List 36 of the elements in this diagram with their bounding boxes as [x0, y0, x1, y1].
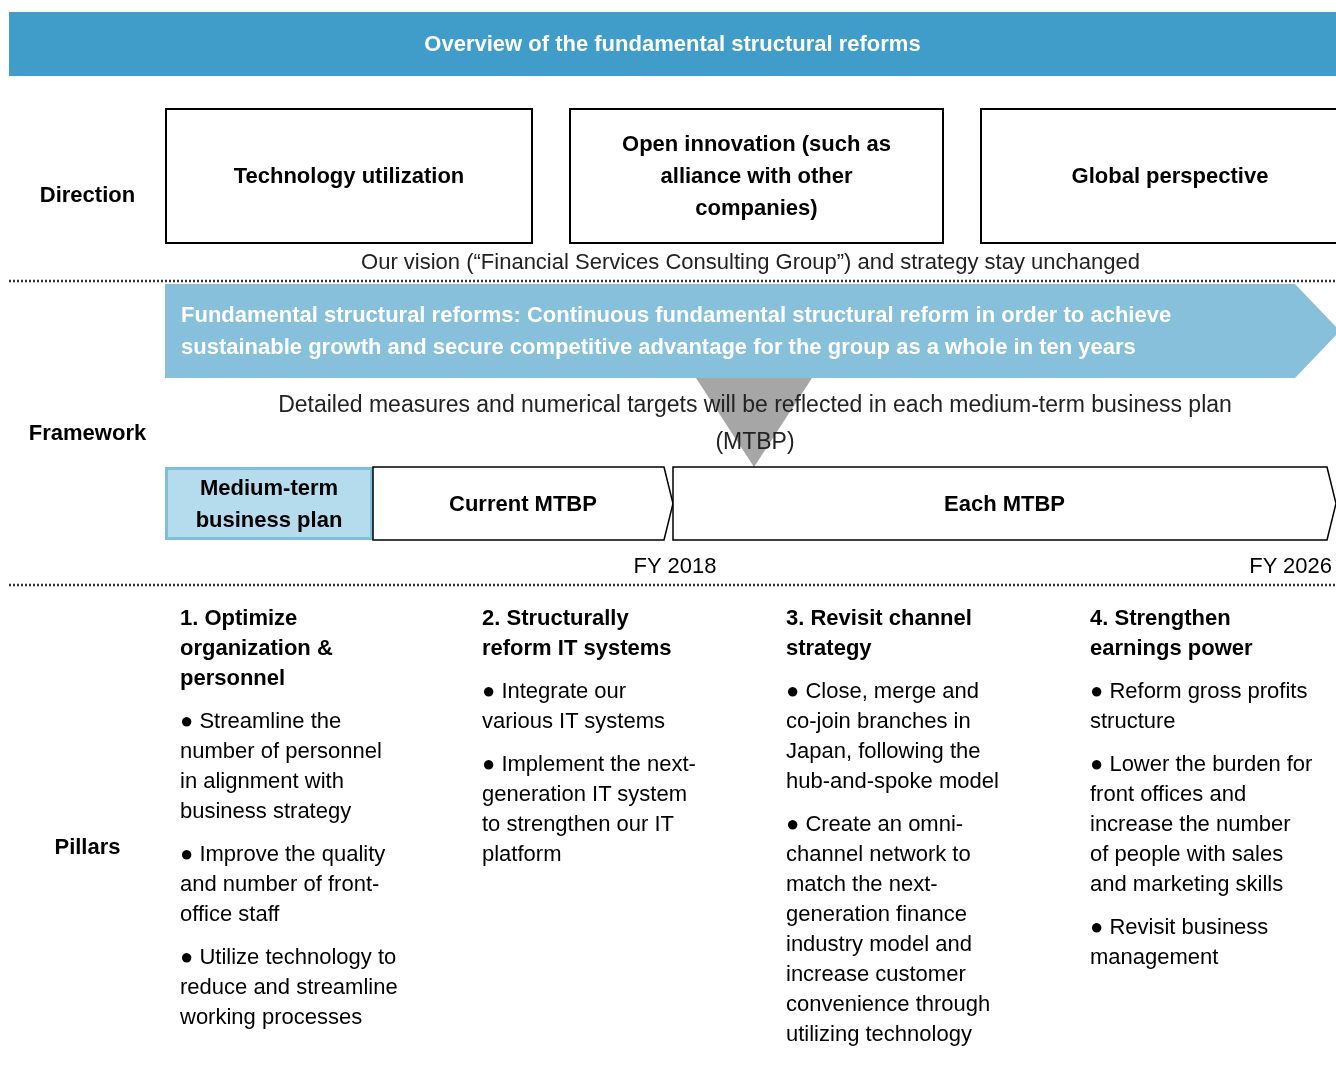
row-label: Direction — [38, 181, 137, 209]
note-text: Our vision (“Financial Services Consulting Group”) and strategy stay unchanged — [360, 248, 1141, 276]
node-text: Each MTBP — [944, 489, 1065, 518]
down-arrow — [696, 377, 812, 468]
row-label: Framework — [27, 419, 148, 447]
pillar-heading: 1. Optimize organization & personnel — [180, 604, 334, 692]
framework-arrow-band — [165, 284, 1336, 378]
year-label: FY 2026 — [1248, 552, 1332, 580]
bullet-text: ● Create an omni-channel network to match the next-generation finance industry model and increase customer convenience through utilizing technology — [786, 810, 992, 1048]
bullet-text: ● Implement the next-generation IT system to strengthen our IT platform — [482, 750, 697, 868]
bullet-text: ● Improve the quality and number of front-office staff — [180, 840, 387, 928]
bullet-text: ● Lower the burden for front offices and increase the number of people with sales and marketing skills — [1090, 750, 1314, 898]
direction-box — [165, 108, 533, 244]
node-text: Medium-term business plan — [194, 473, 344, 534]
node-text: Fundamental structural reforms: Continuous fundamental structural reform in order to achieve sustainable growth and secure competitive advantage for the group as a whole in ten years — [181, 301, 1173, 361]
node-text: Technology utilization — [233, 162, 465, 190]
node-text: Open innovation (such as alliance with other companies) — [621, 130, 892, 222]
bullet-text: ● Integrate our various IT systems — [482, 677, 666, 735]
bullet-text: ● Reform gross profits structure — [1090, 677, 1309, 735]
timeline-period-box — [373, 467, 673, 540]
direction-box — [569, 108, 944, 244]
bullet-text: ● Utilize technology to reduce and streamline working processes — [180, 943, 399, 1031]
bullet-text: ● Close, merge and co-join branches in Japan, following the hub-and-spoke model — [786, 677, 1000, 795]
pillar-heading: 2. Structurally reform IT systems — [482, 604, 673, 662]
bullet-text: ● Revisit business management — [1090, 913, 1270, 971]
direction-box — [980, 108, 1336, 244]
plan-header-box — [165, 467, 373, 540]
year-label: FY 2018 — [632, 552, 718, 580]
row-label: Pillars — [53, 833, 122, 861]
title-bar: Overview of the fundamental structural reforms — [9, 12, 1336, 76]
pillar-heading: 4. Strengthen earnings power — [1090, 604, 1254, 662]
bullet-text: ● Streamline the number of personnel in alignment with business strategy — [180, 707, 383, 825]
pillar-heading: 3. Revisit channel strategy — [786, 604, 973, 662]
node-text: Current MTBP — [449, 489, 597, 518]
node-text: Global perspective — [1071, 162, 1269, 190]
timeline-period-box — [673, 467, 1336, 540]
